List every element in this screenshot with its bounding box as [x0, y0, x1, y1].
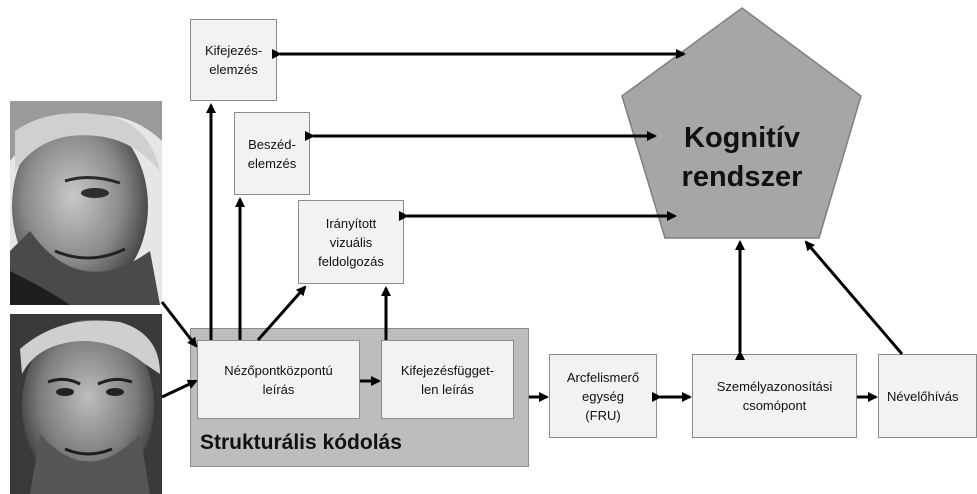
node-beszed-elemzes: Beszéd- elemzés — [234, 112, 310, 195]
face-photo-bottom — [10, 314, 162, 494]
cognitive-system-pentagon — [621, 7, 862, 239]
arrow-nezopont-iranyitott — [256, 285, 307, 341]
structural-coding-label: Strukturális kódolás — [200, 431, 402, 454]
face-photo-top — [10, 101, 162, 305]
node-arcfelismero: Arcfelismerő egység (FRU) — [549, 354, 657, 438]
node-szemelyazonositasi: Személyazonosítási csomópont — [692, 354, 857, 438]
arrow-photo-top-nezopont — [160, 301, 198, 348]
node-nezopontkozpontu: Nézőpontközpontú leírás — [197, 340, 360, 419]
node-kifejezes-elemzes: Kifejezés- elemzés — [190, 19, 277, 101]
node-nevelohivas: Névelőhívás — [878, 354, 977, 438]
cognitive-system-label: Kognitív rendszer — [681, 122, 803, 193]
node-iranyitott-vizualis: Irányított vizuális feldolgozás — [298, 200, 404, 284]
node-kifejezesfuggetlen: Kifejezésfügget- len leírás — [381, 340, 514, 419]
arrow-nevelohivas-kognitiv — [804, 240, 904, 355]
arrow-photo-bottom-nezopont — [161, 379, 198, 399]
